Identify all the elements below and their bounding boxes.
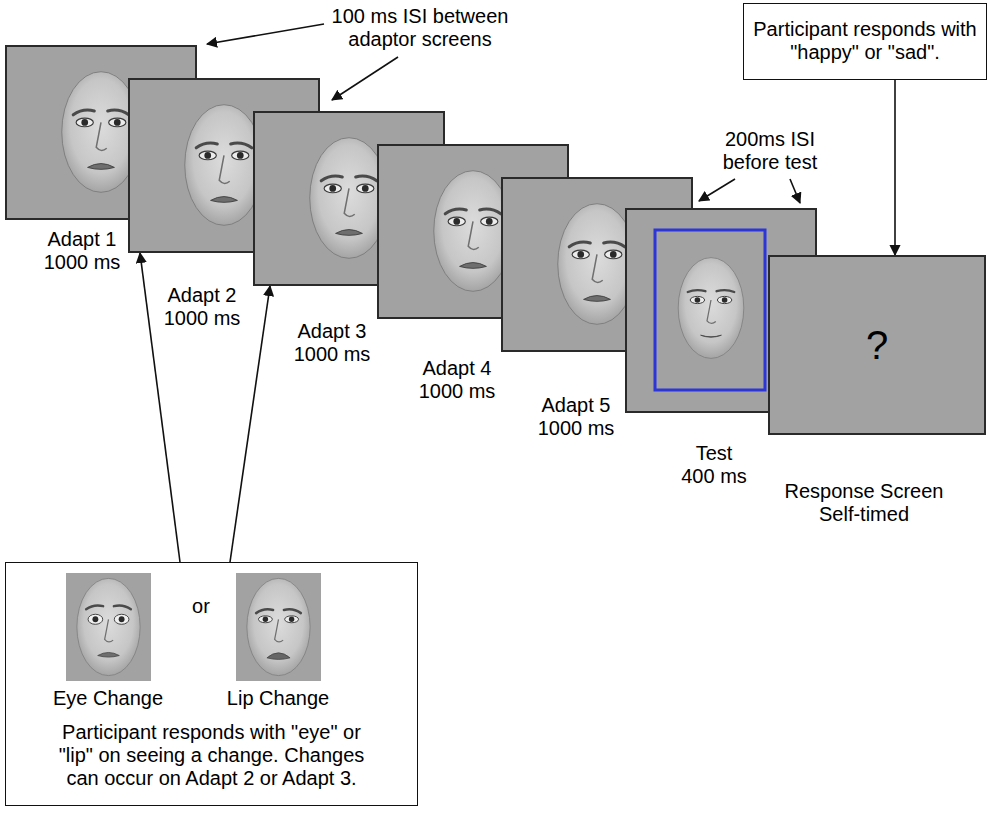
image-caption: Eye Change	[43, 687, 173, 710]
callout-text: Participant responds with "happy" or "sa…	[749, 18, 981, 64]
screen-label: Adapt 2 1000 ms	[157, 284, 247, 330]
face-image	[678, 258, 744, 359]
screen-label: Adapt 3 1000 ms	[287, 320, 377, 366]
timing-note: 200ms ISI before test	[705, 128, 835, 174]
face-image	[185, 105, 263, 226]
response-screen: ?Response Screen Self-timed	[768, 255, 986, 435]
leader-arrow	[699, 179, 735, 201]
instruction-text: Participant responds with "eye" or "lip"…	[47, 721, 377, 790]
photo-ground	[66, 573, 151, 681]
connector-arrow	[894, 80, 896, 255]
leader-arrow	[790, 179, 800, 203]
question-mark: ?	[770, 322, 984, 368]
leader-arrow	[332, 57, 398, 100]
face-photo	[236, 573, 321, 681]
screen-label: Adapt 4 1000 ms	[412, 357, 502, 403]
test-frame	[627, 210, 769, 394]
leader-arrow	[207, 24, 324, 44]
instruction-box: Eye Change orLip ChangeParticipant respon…	[5, 562, 418, 806]
callout-box: Participant responds with "happy" or "sa…	[743, 3, 987, 80]
face-photo	[66, 573, 151, 681]
screen-label: Response Screen Self-timed	[779, 480, 949, 526]
frame-outline	[655, 230, 765, 390]
timing-note: 100 ms ISI between adaptor screens	[320, 5, 520, 51]
photo-ground	[236, 573, 321, 681]
screen-label: Adapt 1 1000 ms	[37, 228, 127, 274]
or-label: or	[181, 595, 221, 618]
face-photo	[671, 252, 751, 364]
screen-label: Adapt 5 1000 ms	[531, 394, 621, 440]
image-caption: Lip Change	[213, 687, 343, 710]
screen-label: Test 400 ms	[679, 442, 749, 488]
face-image	[247, 578, 310, 675]
face-image	[77, 578, 140, 675]
